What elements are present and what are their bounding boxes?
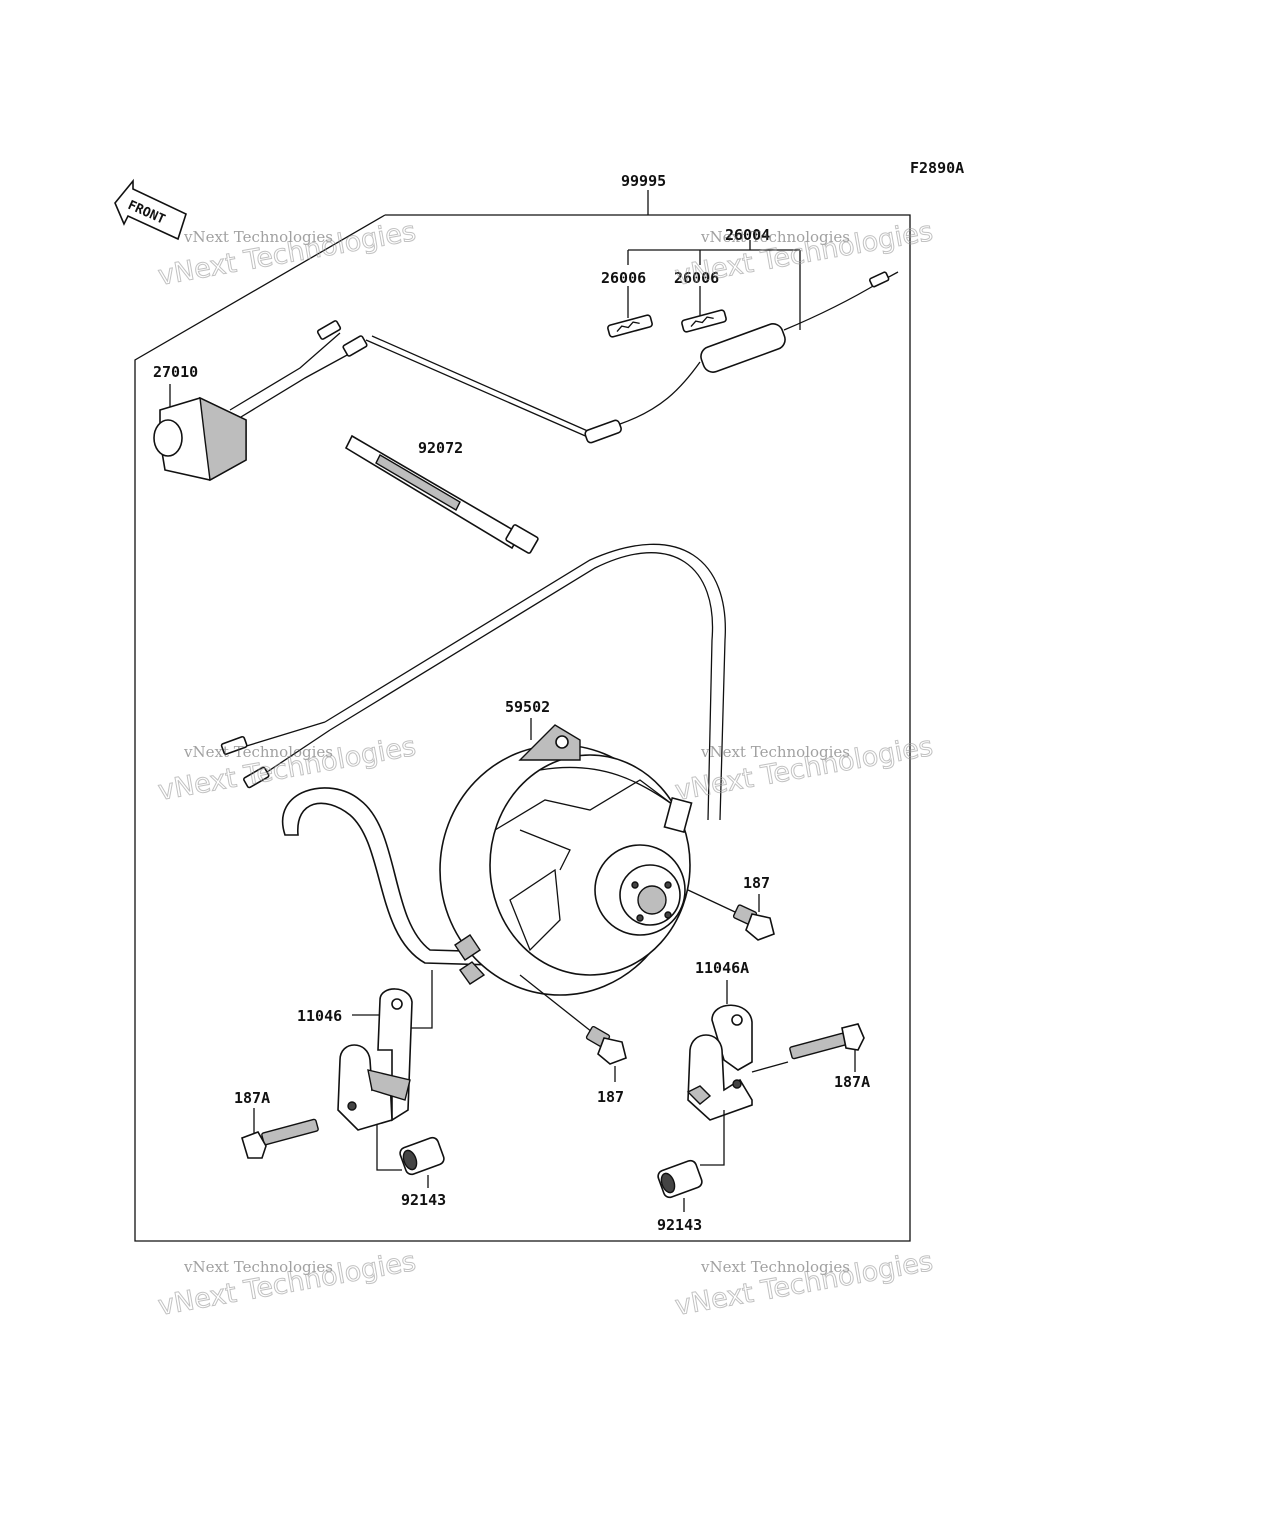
bracket-right: [686, 1004, 753, 1121]
callout-fuse-b: 26006: [674, 269, 719, 287]
callout-bracket-left: 11046: [297, 1007, 342, 1025]
callout-wire-harness: 26004: [725, 226, 770, 244]
watermark-bottom-right: vNext Technologies vNext Technologies: [672, 1246, 935, 1323]
long-bolt-right: [789, 1023, 865, 1060]
callout-kit: 99995: [621, 172, 666, 190]
bracket-left: [337, 988, 413, 1131]
watermark-bottom-left: vNext Technologies vNext Technologies: [155, 1246, 418, 1323]
front-arrow-icon: FRONT: [114, 178, 187, 241]
fan-cable: [220, 543, 726, 821]
switch-assembly: [153, 320, 368, 482]
collar-right: [657, 1159, 703, 1199]
callout-bracket-right: 11046A: [695, 959, 749, 977]
callout-fuse-a: 26006: [601, 269, 646, 287]
fan-assembly: [439, 724, 693, 996]
callout-bolt-mid: 187: [597, 1088, 624, 1106]
svg-text:vNext Technologies: vNext Technologies: [183, 1258, 333, 1276]
fuse-a: [607, 314, 653, 338]
collar-left: [399, 1136, 445, 1176]
callout-bolt-top: 187: [743, 874, 770, 892]
svg-text:vNext Technologies: vNext Technologies: [700, 1258, 850, 1276]
svg-text:vNext Technologies: vNext Technologies: [183, 228, 333, 246]
band-strap: [344, 434, 539, 554]
long-bolt-left: [241, 1118, 319, 1159]
callout-long-bolt-right: 187A: [834, 1073, 870, 1091]
svg-text:vNext Technologies: vNext Technologies: [700, 743, 850, 761]
callout-band: 92072: [418, 439, 463, 457]
watermark-top-left: vNext Technologies vNext Technologies: [155, 216, 418, 293]
watermark-mid-left: vNext Technologies vNext Technologies: [155, 731, 418, 808]
fuse-b: [681, 309, 727, 333]
bolt-top: [732, 904, 775, 941]
callout-long-bolt-left: 187A: [234, 1089, 270, 1107]
figure-code: F2890A: [910, 159, 964, 177]
callout-collar-right: 92143: [657, 1216, 702, 1234]
callout-fan: 59502: [505, 698, 550, 716]
callout-collar-left: 92143: [401, 1191, 446, 1209]
svg-text:vNext Technologies: vNext Technologies: [700, 228, 850, 246]
svg-text:vNext Technologies: vNext Technologies: [183, 743, 333, 761]
watermark-mid-right: vNext Technologies vNext Technologies: [672, 731, 935, 808]
callout-switch: 27010: [153, 363, 198, 381]
leader-26004: [627, 240, 801, 330]
bolt-mid: [585, 1025, 627, 1065]
wire-harness: [365, 271, 899, 444]
watermark-top-right: vNext Technologies vNext Technologies: [672, 216, 935, 293]
kit-frame: [134, 190, 911, 1242]
